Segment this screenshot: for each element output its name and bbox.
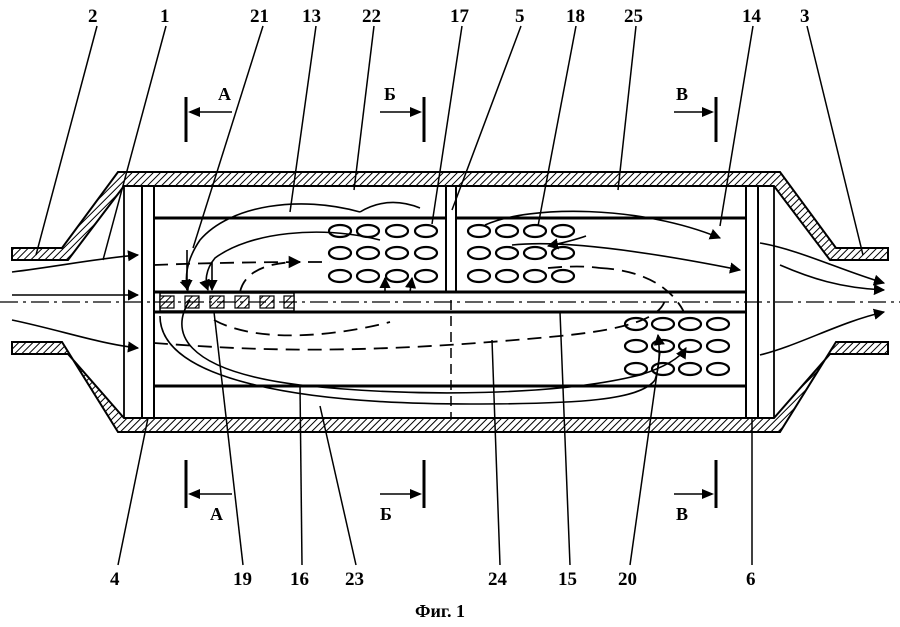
label-23: 23 [345, 569, 364, 590]
label-15: 15 [558, 569, 577, 590]
flow-lines [11, 201, 886, 405]
label-21: 21 [250, 6, 269, 27]
section-b-top: Б [384, 84, 396, 104]
label-17: 17 [450, 6, 470, 27]
dashed-flow-lines [153, 255, 685, 351]
perforation-holes [327, 223, 731, 377]
section-b-bottom: Б [380, 504, 392, 524]
part-labels: 2 1 21 13 22 17 5 18 25 14 3 4 19 16 23 … [88, 6, 810, 590]
slot-arrows [181, 250, 218, 292]
label-6: 6 [746, 569, 756, 590]
housing [11, 171, 889, 433]
label-14: 14 [742, 6, 762, 27]
label-18: 18 [566, 6, 585, 27]
section-v-top: В [676, 84, 688, 104]
label-19: 19 [233, 569, 252, 590]
label-2: 2 [88, 6, 98, 27]
label-5: 5 [515, 6, 525, 27]
label-25: 25 [624, 6, 643, 27]
label-16: 16 [290, 569, 309, 590]
section-a-top: А [218, 84, 231, 104]
label-24: 24 [488, 569, 508, 590]
label-1: 1 [160, 6, 170, 27]
figure-caption: Фиг. 1 [415, 601, 465, 621]
label-3: 3 [800, 6, 810, 27]
label-20: 20 [618, 569, 637, 590]
label-22: 22 [362, 6, 381, 27]
section-marks [184, 97, 718, 508]
section-v-bottom: В [676, 504, 688, 524]
leader-lines [35, 25, 864, 566]
label-13: 13 [302, 6, 321, 27]
label-4: 4 [110, 569, 120, 590]
section-a-bottom: А [210, 504, 223, 524]
